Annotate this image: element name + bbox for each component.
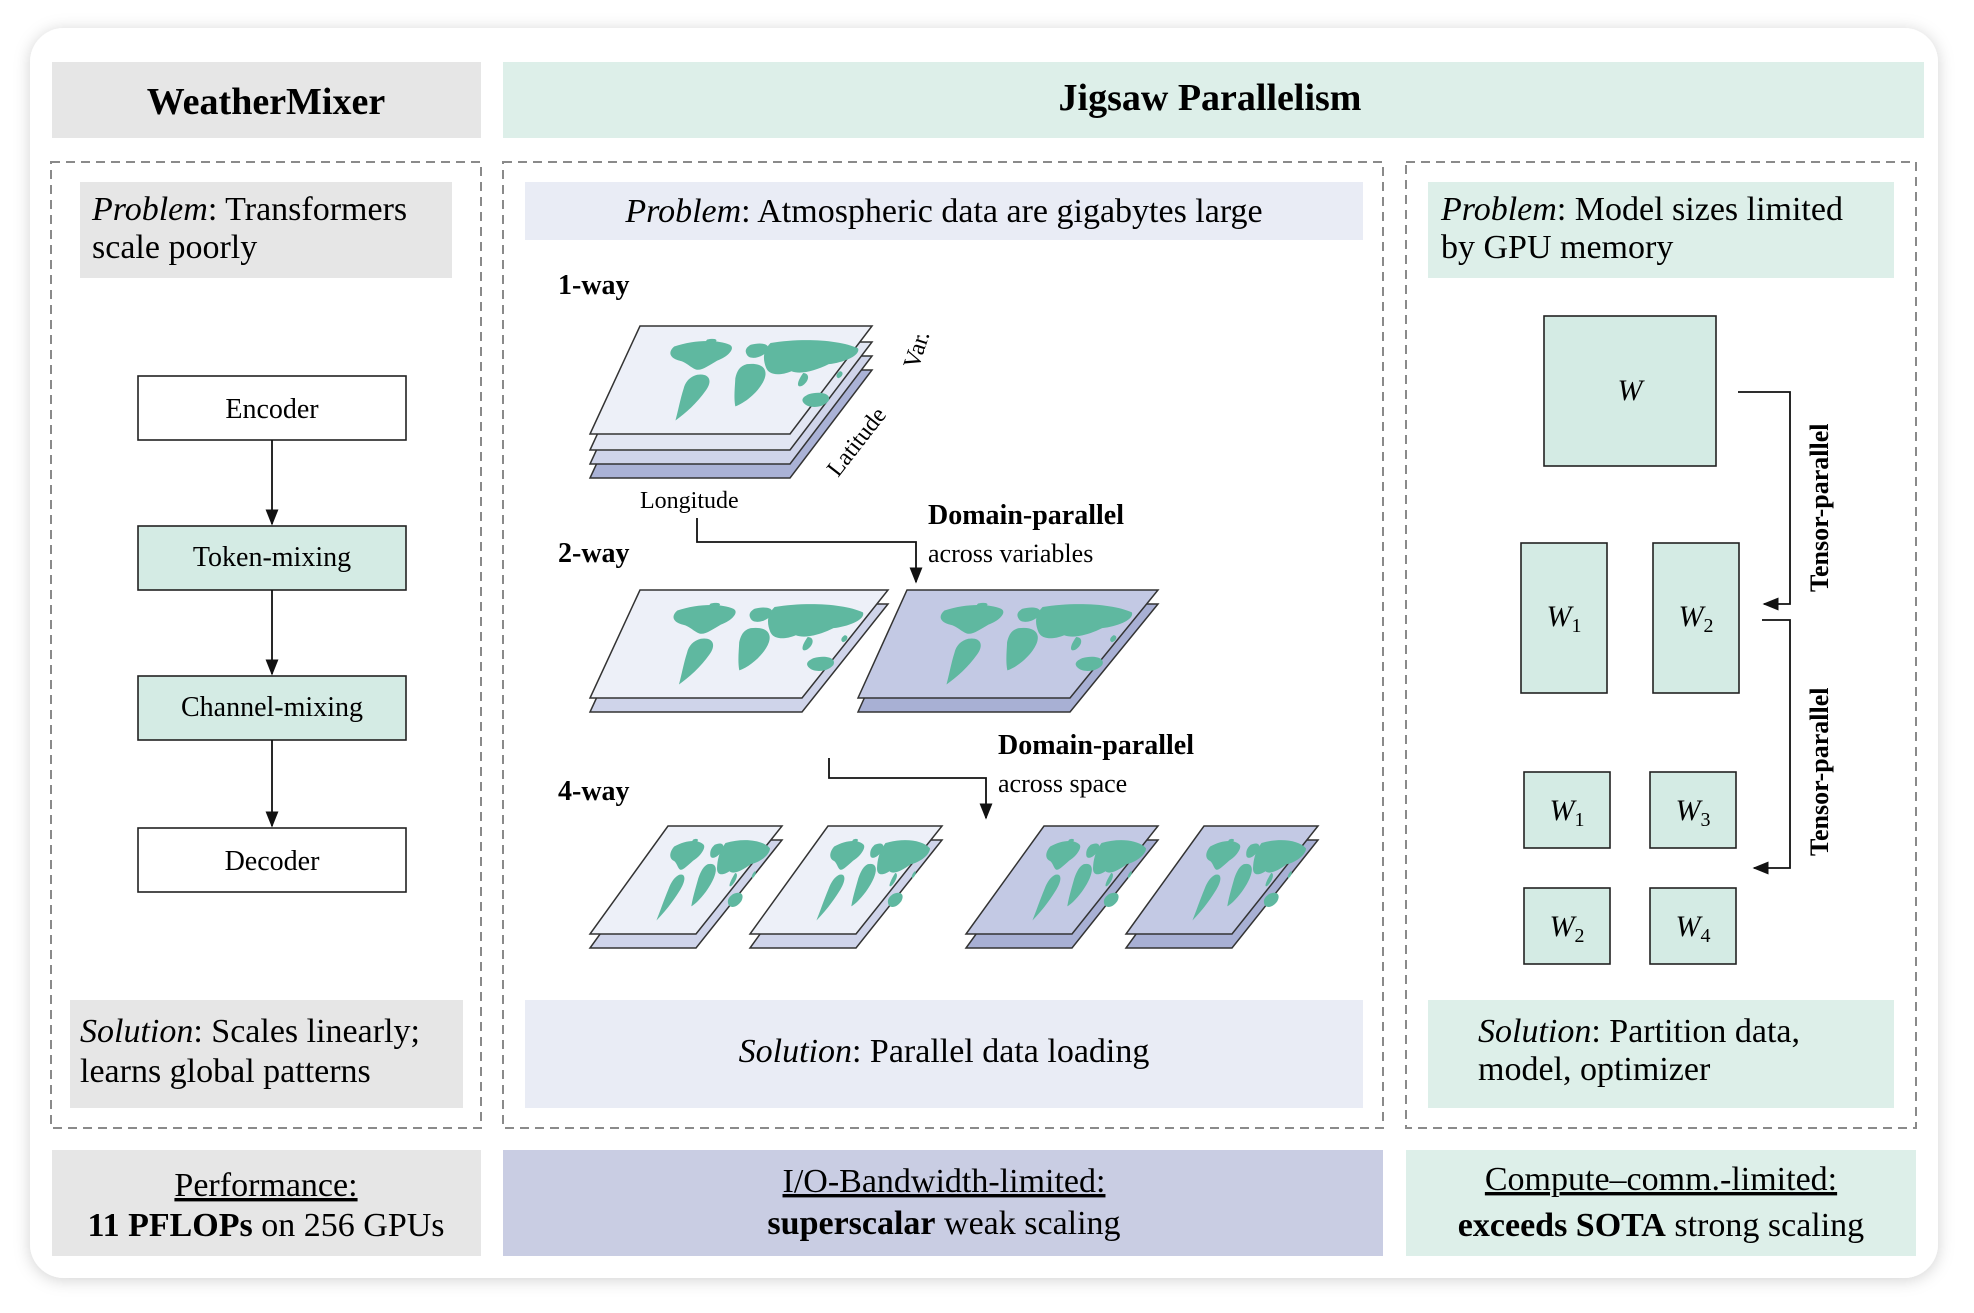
performance-box	[52, 1150, 481, 1256]
weight-w2-quarter-label: W2	[1550, 910, 1585, 947]
dp2-subtitle: across space	[998, 769, 1127, 798]
performance-value: 11 PFLOPs on 256 GPUs	[87, 1207, 444, 1244]
weathermixer-panel	[50, 161, 482, 1129]
weight-w1-quarter	[1523, 771, 1611, 849]
weight-w1-quarter-label: W1	[1550, 794, 1585, 831]
data-parallel-panel	[502, 161, 1384, 1129]
io-limited-box	[503, 1150, 1383, 1256]
dp-solution-text: Solution: Parallel data loading	[739, 1033, 1150, 1070]
weathermixer-title: WeatherMixer	[147, 81, 386, 123]
dp-problem-text: Problem: Atmospheric data are gigabytes …	[624, 193, 1262, 230]
tp-problem-line1: Problem: Model sizes limited	[1440, 191, 1843, 228]
jigsaw-header-bg	[503, 62, 1924, 138]
encoder-label: Encoder	[225, 394, 319, 425]
wm-problem-line1: Problem: Transformers	[91, 191, 407, 228]
dp1-subtitle: across variables	[928, 539, 1093, 568]
weight-w-full	[1543, 315, 1717, 467]
token-mixing-label: Token-mixing	[193, 542, 351, 573]
tensor-parallel-panel	[1405, 161, 1917, 1129]
wm-solution-box	[70, 1000, 463, 1108]
jigsaw-title: Jigsaw Parallelism	[1059, 77, 1362, 119]
tensor-parallel-arrow-1	[1738, 391, 1791, 611]
two-way-stack-left	[588, 589, 890, 713]
four-way-stack-1	[588, 825, 784, 949]
weathermixer-header-bg	[52, 62, 481, 138]
four-way-stack-2	[748, 825, 944, 949]
four-way-stack-4	[1124, 825, 1320, 949]
performance-title: Performance:	[174, 1167, 357, 1204]
tp-problem-line2: by GPU memory	[1441, 229, 1673, 266]
four-way-stack-3	[964, 825, 1160, 949]
weight-w2-quarter	[1523, 887, 1611, 965]
tensor-parallel-label-1: Tensor-parallel	[1805, 423, 1834, 592]
weight-w2-half-label: W2	[1679, 600, 1714, 637]
tensor-parallel-label-2: Tensor-parallel	[1805, 687, 1834, 856]
weight-w2-half	[1652, 542, 1740, 694]
compute-limited-box	[1406, 1150, 1916, 1256]
weight-w4-quarter	[1649, 887, 1737, 965]
decoder-label: Decoder	[225, 846, 321, 877]
dp2-title: Domain-parallel	[998, 730, 1194, 761]
wm-solution-line1: Solution: Scales linearly;	[80, 1013, 420, 1050]
channel-mixing-label: Channel-mixing	[181, 692, 363, 723]
io-limited-title: I/O-Bandwidth-limited:	[783, 1163, 1106, 1200]
one-way-data-stack	[588, 325, 874, 479]
weight-w3-quarter	[1649, 771, 1737, 849]
tensor-parallel-arrow-2	[1752, 619, 1791, 875]
compute-limited-value: exceeds SOTA strong scaling	[1458, 1207, 1864, 1244]
decoder-block	[137, 827, 407, 893]
axis-longitude-label: Longitude	[640, 488, 739, 514]
wm-solution-line2: learns global patterns	[80, 1053, 371, 1090]
compute-limited-title: Compute–comm.-limited:	[1485, 1161, 1837, 1198]
variables-split-arrow	[696, 518, 923, 584]
tp-solution-line1: Solution: Partition data,	[1478, 1013, 1800, 1050]
tp-problem-box	[1428, 182, 1894, 278]
weight-w3-quarter-label: W3	[1676, 794, 1711, 831]
weight-w-full-label: W	[1618, 374, 1646, 407]
way-4-label: 4-way	[558, 776, 630, 807]
dp-solution-box	[525, 1000, 1363, 1108]
channel-mixing-block	[137, 675, 407, 741]
dp1-title: Domain-parallel	[928, 500, 1124, 531]
wm-problem-line2: scale poorly	[92, 229, 257, 266]
weight-w4-quarter-label: W4	[1676, 910, 1711, 947]
weight-w1-half	[1520, 542, 1608, 694]
tp-solution-box	[1428, 1000, 1894, 1108]
way-2-label: 2-way	[558, 538, 630, 569]
weight-w1-half-label: W1	[1547, 600, 1582, 637]
io-limited-value: superscalar weak scaling	[767, 1205, 1120, 1242]
tp-solution-line2: model, optimizer	[1478, 1051, 1711, 1088]
two-way-stack-right	[856, 589, 1160, 713]
dp-problem-box	[525, 182, 1363, 240]
space-split-arrow	[828, 758, 993, 820]
way-1-label: 1-way	[558, 270, 630, 301]
wm-problem-box	[80, 182, 452, 278]
